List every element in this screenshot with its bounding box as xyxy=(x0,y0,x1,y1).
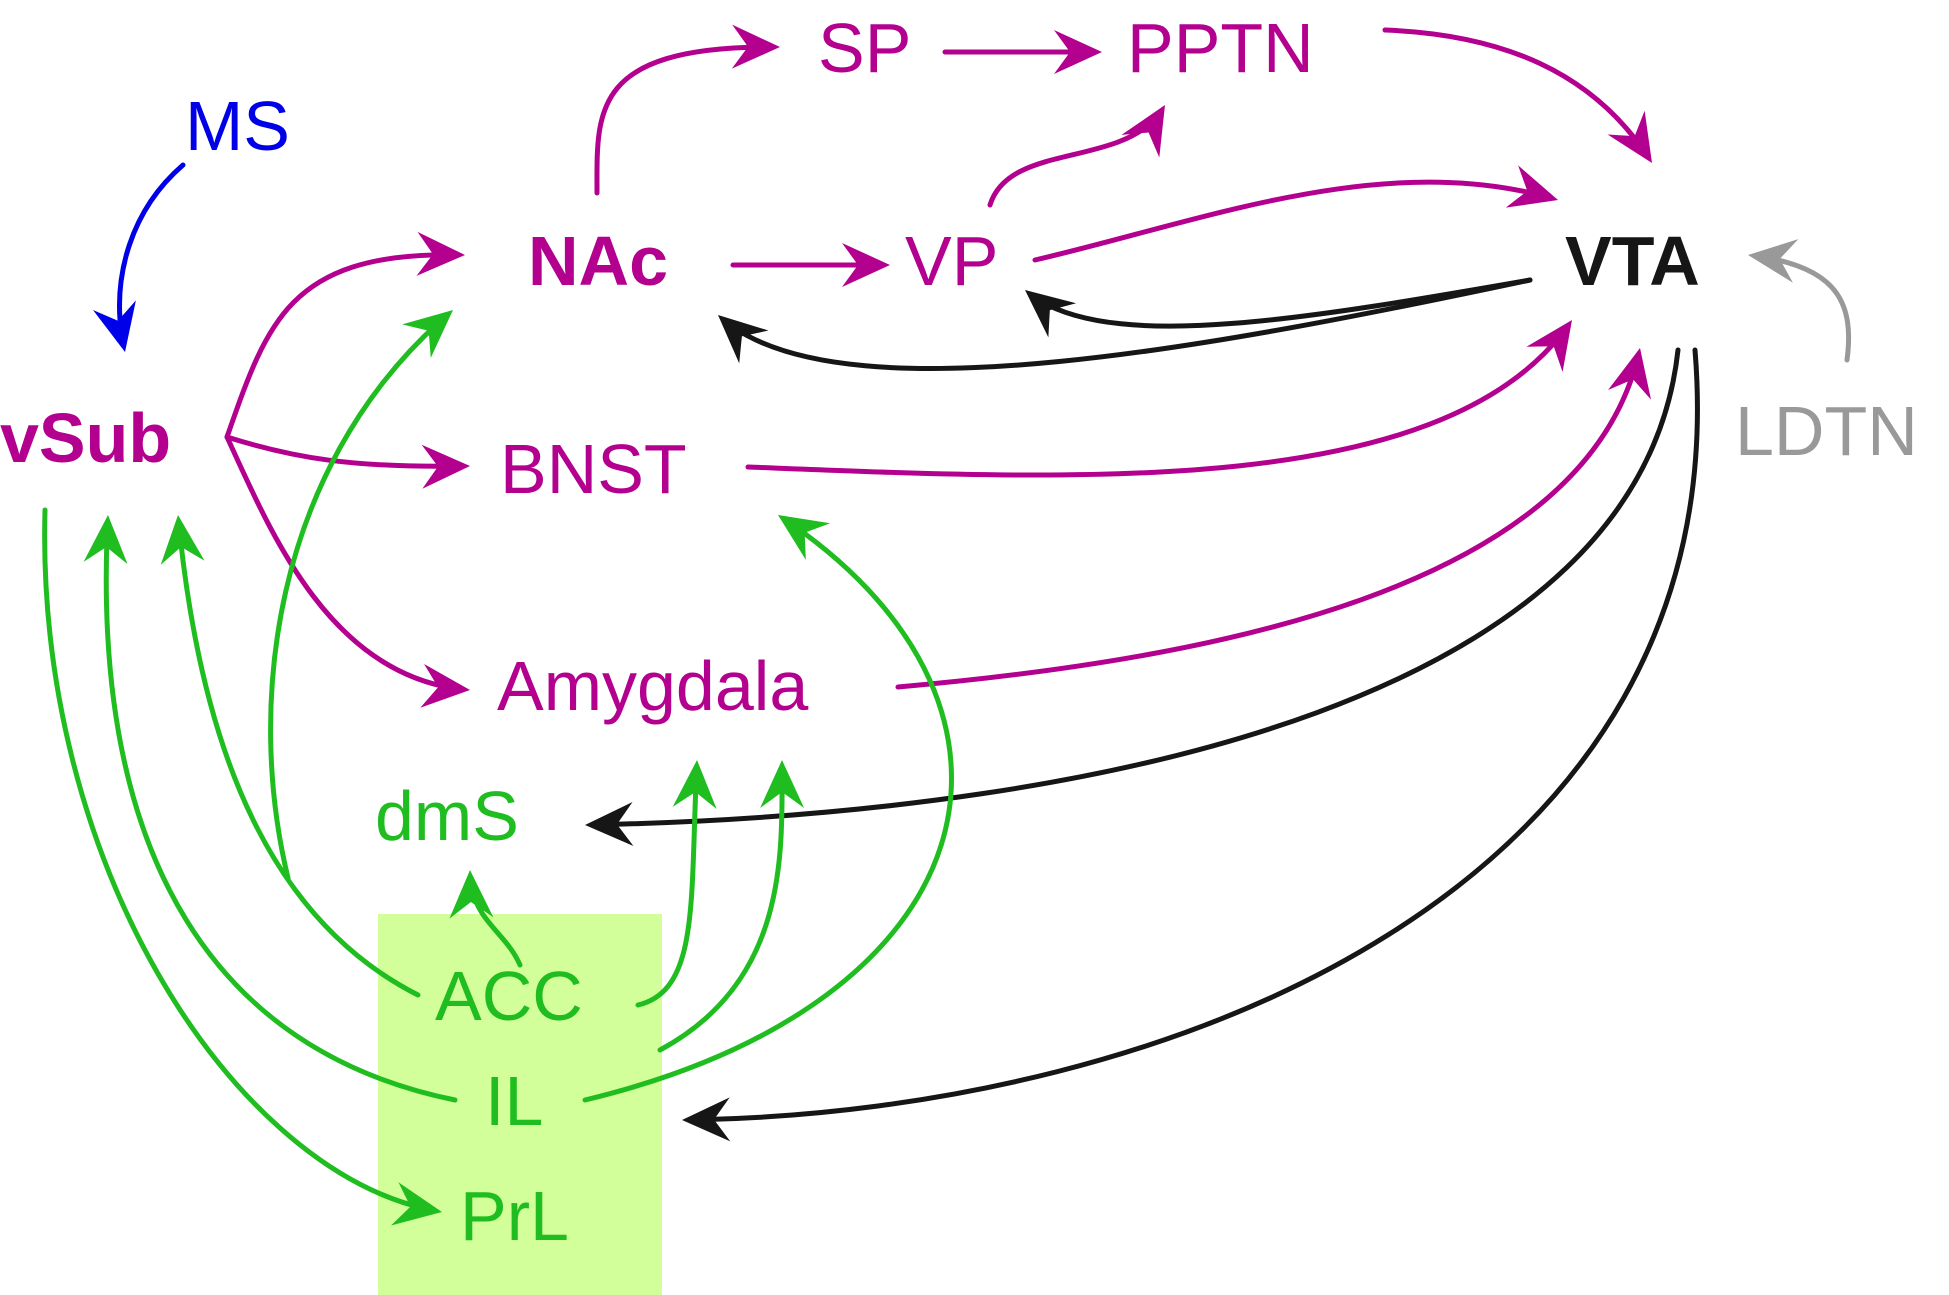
node-ms: MS xyxy=(185,87,290,165)
edge-acc-to-dms-arrowhead xyxy=(449,870,494,919)
edge-vta-to-il-arrowhead xyxy=(682,1097,731,1142)
edge-vp-to-pptn-arrowhead xyxy=(1121,105,1165,158)
node-sp: SP xyxy=(818,9,911,87)
node-ldtn: LDTN xyxy=(1735,392,1918,470)
edge-vsub-to-bnst-arrowhead xyxy=(421,444,470,489)
edge-ms-to-vsub-arrowhead xyxy=(92,300,136,352)
edge-il-to-nac-arrowhead xyxy=(402,310,453,358)
edge-ldtn-to-vta xyxy=(1745,252,1852,363)
edge-acc-to-vsub-arrowhead xyxy=(160,515,205,565)
edge-vsub-to-amygdala xyxy=(224,434,473,693)
edge-il-to-vsub-arrowhead xyxy=(83,515,128,565)
edge-nac-to-sp xyxy=(594,44,783,196)
edge-amygdala-to-vta-arrowhead xyxy=(1608,348,1652,400)
node-prl: PrL xyxy=(460,1177,569,1255)
node-amygdala: Amygdala xyxy=(497,647,808,725)
edge-vsub-to-prl-arrowhead xyxy=(390,1182,442,1226)
edge-vsub-to-amygdala-arrowhead xyxy=(420,663,470,708)
edge-pptn-to-vta xyxy=(1382,27,1655,166)
edge-vta-to-dms xyxy=(582,347,1681,828)
node-il: IL xyxy=(485,1062,543,1140)
edge-nac-to-vp-arrowhead xyxy=(842,243,890,287)
edge-bnst-to-vta-arrowhead xyxy=(1526,320,1572,372)
edge-vp-to-pptn xyxy=(987,102,1168,208)
edge-bnst-to-vta xyxy=(745,317,1575,478)
edge-vsub-to-nac xyxy=(224,252,468,440)
node-pptn: PPTN xyxy=(1127,9,1314,87)
node-vsub: vSub xyxy=(0,399,171,477)
edge-vsub-to-nac-arrowhead xyxy=(416,231,465,276)
edge-acc-to-vsub xyxy=(175,512,421,998)
edge-il-to-bnst xyxy=(582,512,954,1103)
edge-il-to-amygdala-arrowhead xyxy=(760,760,805,809)
node-dms: dmS xyxy=(375,777,519,855)
edge-il-to-bnst-arrowhead xyxy=(778,515,831,560)
edge-vta-to-vp xyxy=(1022,277,1533,329)
edge-il-to-nac xyxy=(268,307,456,881)
edge-vta-to-nac xyxy=(715,277,1533,372)
node-nac: NAc xyxy=(528,222,668,300)
node-acc: ACC xyxy=(435,957,583,1035)
edge-nac-to-sp-arrowhead xyxy=(731,24,780,69)
edge-pptn-to-vta-arrowhead xyxy=(1607,110,1652,163)
node-vta: VTA xyxy=(1565,222,1700,300)
edge-il-to-amygdala xyxy=(657,757,785,1053)
edge-vta-to-vp-arrowhead xyxy=(1025,290,1077,338)
edge-vsub-to-prl xyxy=(42,507,445,1215)
edge-sp-to-pptn-arrowhead xyxy=(1054,30,1102,74)
prefrontal-highlight-box xyxy=(378,914,662,1295)
node-vp: VP xyxy=(905,222,998,300)
edge-vta-to-il xyxy=(679,347,1700,1123)
edge-vta-to-dms-arrowhead xyxy=(585,802,634,847)
edge-ldtn-to-vta-arrowhead xyxy=(1748,239,1799,283)
edge-vp-to-vta-arrowhead xyxy=(1505,165,1558,208)
edge-acc-to-amygdala-arrowhead xyxy=(672,760,717,810)
edge-acc-to-amygdala xyxy=(635,757,700,1008)
edge-vp-to-vta xyxy=(1032,179,1561,263)
edge-amygdala-to-vta xyxy=(895,345,1643,690)
edge-vta-to-nac-arrowhead xyxy=(718,315,769,364)
edge-il-to-vsub xyxy=(103,512,458,1103)
node-bnst: BNST xyxy=(500,430,687,508)
edge-acc-to-dms xyxy=(467,867,523,968)
